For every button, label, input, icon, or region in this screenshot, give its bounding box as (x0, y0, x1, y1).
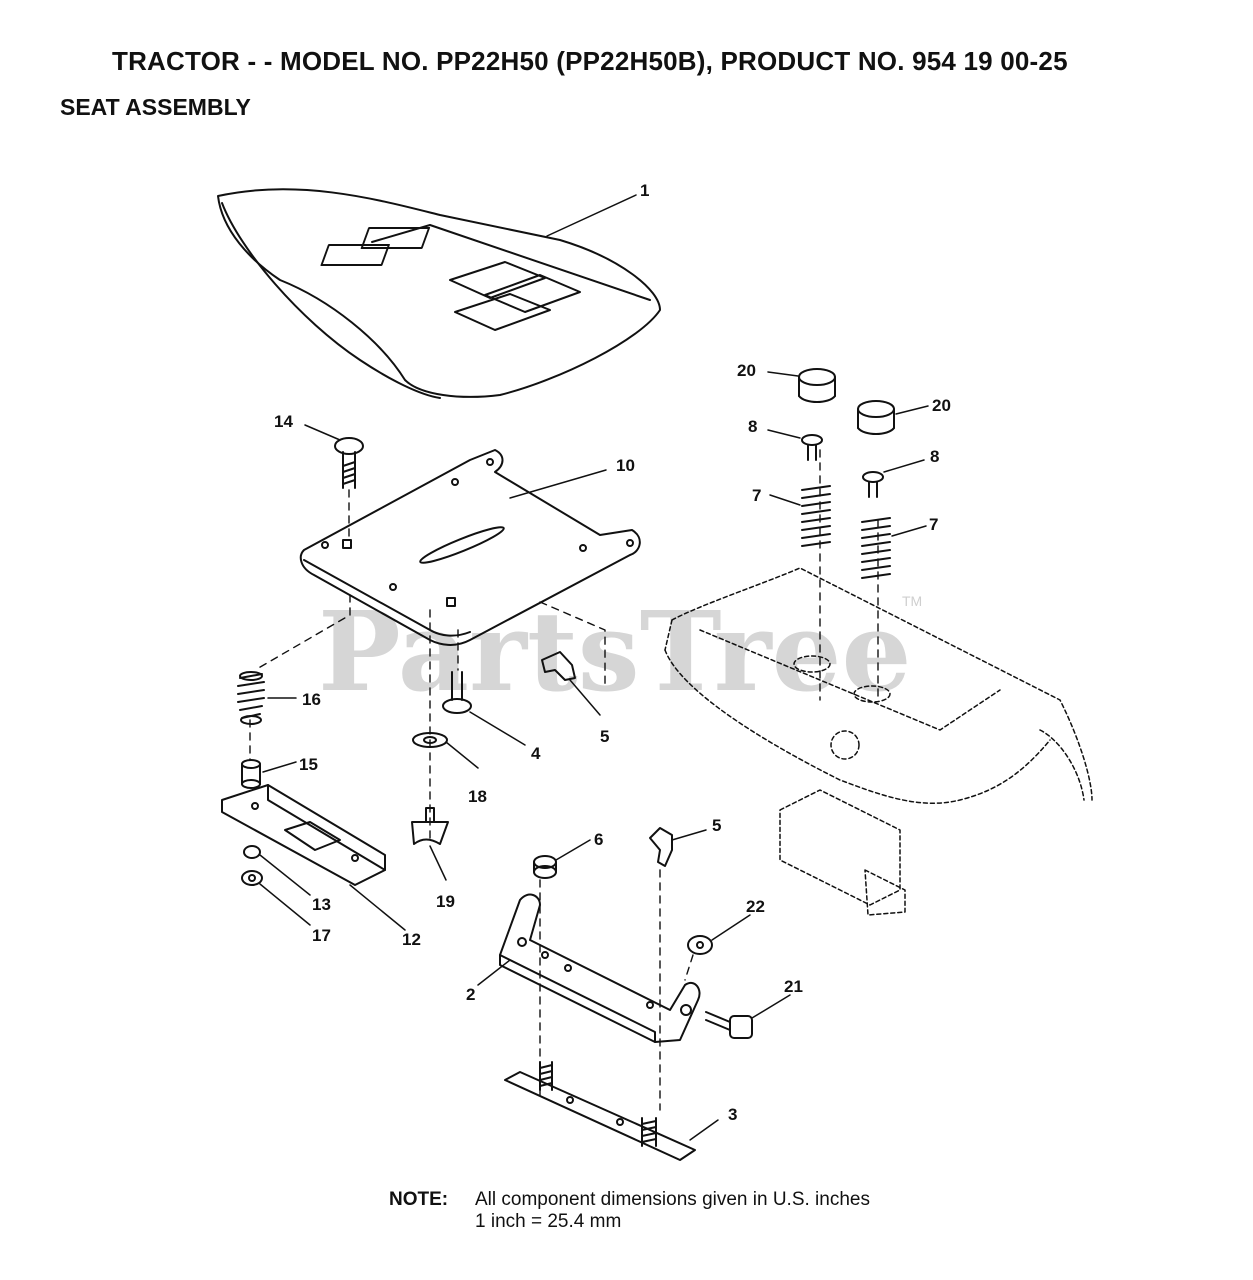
callout-labels: 1 2 3 4 5 5 6 7 7 8 8 10 12 13 14 15 16 … (274, 181, 951, 1124)
lock-nut-part (687, 935, 713, 955)
spring-large-part (801, 485, 891, 579)
callout-8b: 8 (930, 447, 939, 466)
callout-21: 21 (784, 977, 803, 996)
carriage-bolt-part (334, 437, 364, 489)
seat-support-bracket-part (499, 893, 701, 1043)
callout-19: 19 (436, 892, 455, 911)
callout-1: 1 (640, 181, 649, 200)
shoulder-bolt-part (442, 671, 472, 714)
washer-part (412, 732, 448, 748)
callout-3: 3 (728, 1105, 737, 1124)
callout-4: 4 (531, 744, 541, 763)
note-line-2: 1 inch = 25.4 mm (475, 1211, 622, 1232)
callout-7a: 7 (752, 486, 761, 505)
callout-16: 16 (302, 690, 321, 709)
spring-small-part (237, 671, 265, 725)
svg-text:PartsTree: PartsTree (318, 587, 912, 716)
callout-17: 17 (312, 926, 331, 945)
spacer-part (241, 759, 261, 789)
pivot-bolt-part (705, 1011, 753, 1039)
bushing-part (533, 855, 557, 879)
note-label: NOTE: (389, 1189, 449, 1210)
callout-10: 10 (616, 456, 635, 475)
callout-18: 18 (468, 787, 487, 806)
nut-part (241, 845, 263, 886)
watermark: PartsTree TM (318, 587, 922, 716)
callout-15: 15 (299, 755, 318, 774)
callout-22: 22 (746, 897, 765, 916)
callout-6: 6 (594, 830, 603, 849)
knob-part (411, 807, 449, 845)
callout-20a: 20 (737, 361, 756, 380)
bolt-upper-part (801, 434, 884, 498)
page-title: TRACTOR - - MODEL NO. PP22H50 (PP22H50B)… (112, 46, 1068, 76)
dimensions-note: NOTE: All component dimensions given in U… (389, 1189, 870, 1233)
fender-reference (664, 567, 1093, 916)
callout-5b: 5 (712, 816, 721, 835)
callout-8a: 8 (748, 417, 757, 436)
svg-text:TM: TM (902, 593, 922, 609)
callout-2: 2 (466, 985, 475, 1004)
spacer-upper-part (798, 368, 836, 403)
slide-bracket-part (221, 784, 386, 886)
spacer-upper-part-2 (857, 400, 895, 435)
callout-13: 13 (312, 895, 331, 914)
callout-12: 12 (402, 930, 421, 949)
callout-7b: 7 (929, 515, 938, 534)
callout-14: 14 (274, 412, 293, 431)
mounting-plate-part (504, 1061, 696, 1161)
callout-5a: 5 (600, 727, 609, 746)
section-title: SEAT ASSEMBLY (60, 94, 251, 120)
note-line-1: All component dimensions given in U.S. i… (475, 1189, 870, 1210)
clip-part-lower (649, 827, 673, 867)
clip-part-upper (541, 651, 576, 681)
seat-part (217, 188, 661, 399)
callout-20b: 20 (932, 396, 951, 415)
